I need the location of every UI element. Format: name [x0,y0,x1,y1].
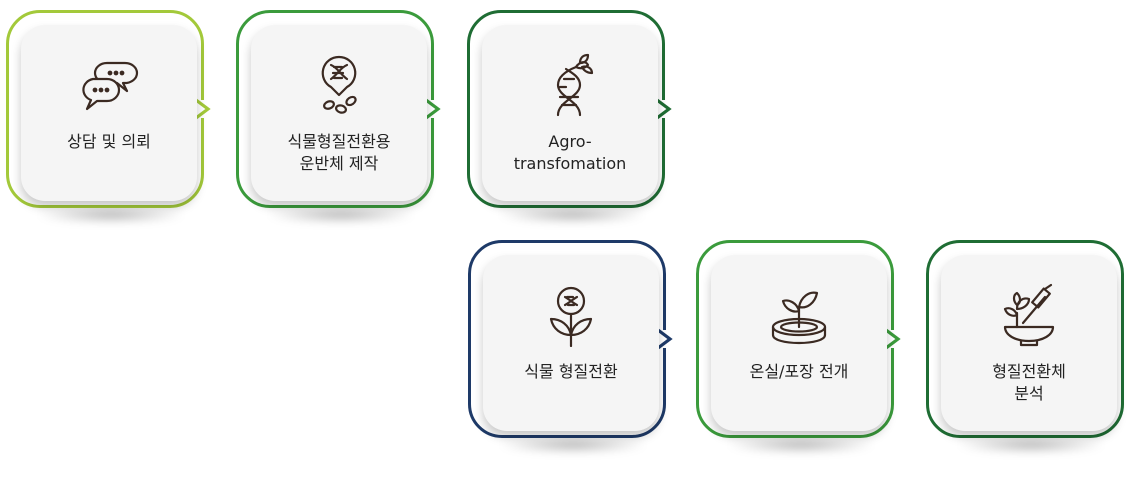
step-label: 식물형질전환용 운반체 제작 [287,132,391,173]
step-label: Agro- transfomation [513,132,627,173]
step-label: 상담 및 의뢰 [67,132,151,151]
card-shadow [497,206,647,224]
arrow-right-icon [190,98,216,120]
step-card: 온실/포장 전개 [711,255,887,431]
dna-sprout-icon [538,53,602,117]
step-consultation: 상담 및 의뢰 [6,10,216,224]
arrow-right-icon [420,98,446,120]
step-label: 온실/포장 전개 [749,362,849,381]
card-shadow [498,436,648,454]
step-card: 식물형질전환용 운반체 제작 [251,25,427,201]
petri-dish-sprout-icon [767,283,831,347]
step-card: 상담 및 의뢰 [21,25,197,201]
step-card: 형질전환체 분석 [941,255,1117,431]
step-card: Agro- transfomation [482,25,658,201]
step-label: 식물 형질전환 [524,362,618,381]
step-card: 식물 형질전환 [483,255,659,431]
chat-bubbles-icon [77,53,141,117]
step-label: 형질전환체 분석 [992,362,1066,403]
step-vector-construction: 식물형질전환용 운반체 제작 [236,10,446,224]
microscope-plant-icon [997,283,1061,347]
card-shadow [266,206,416,224]
arrow-right-icon [652,328,678,350]
step-plant-transformation: 식물 형질전환 [468,240,678,454]
step-greenhouse-field: 온실/포장 전개 [696,240,906,454]
card-shadow [726,436,876,454]
plant-dna-icon [539,283,603,347]
step-transformant-analysis: 형질전환체 분석 [926,240,1136,454]
arrow-right-icon [651,98,677,120]
card-shadow [956,436,1106,454]
arrow-right-icon [880,328,906,350]
card-shadow [36,206,186,224]
step-agro-transformation: Agro- transfomation [467,10,677,224]
dna-seeds-icon [307,53,371,117]
